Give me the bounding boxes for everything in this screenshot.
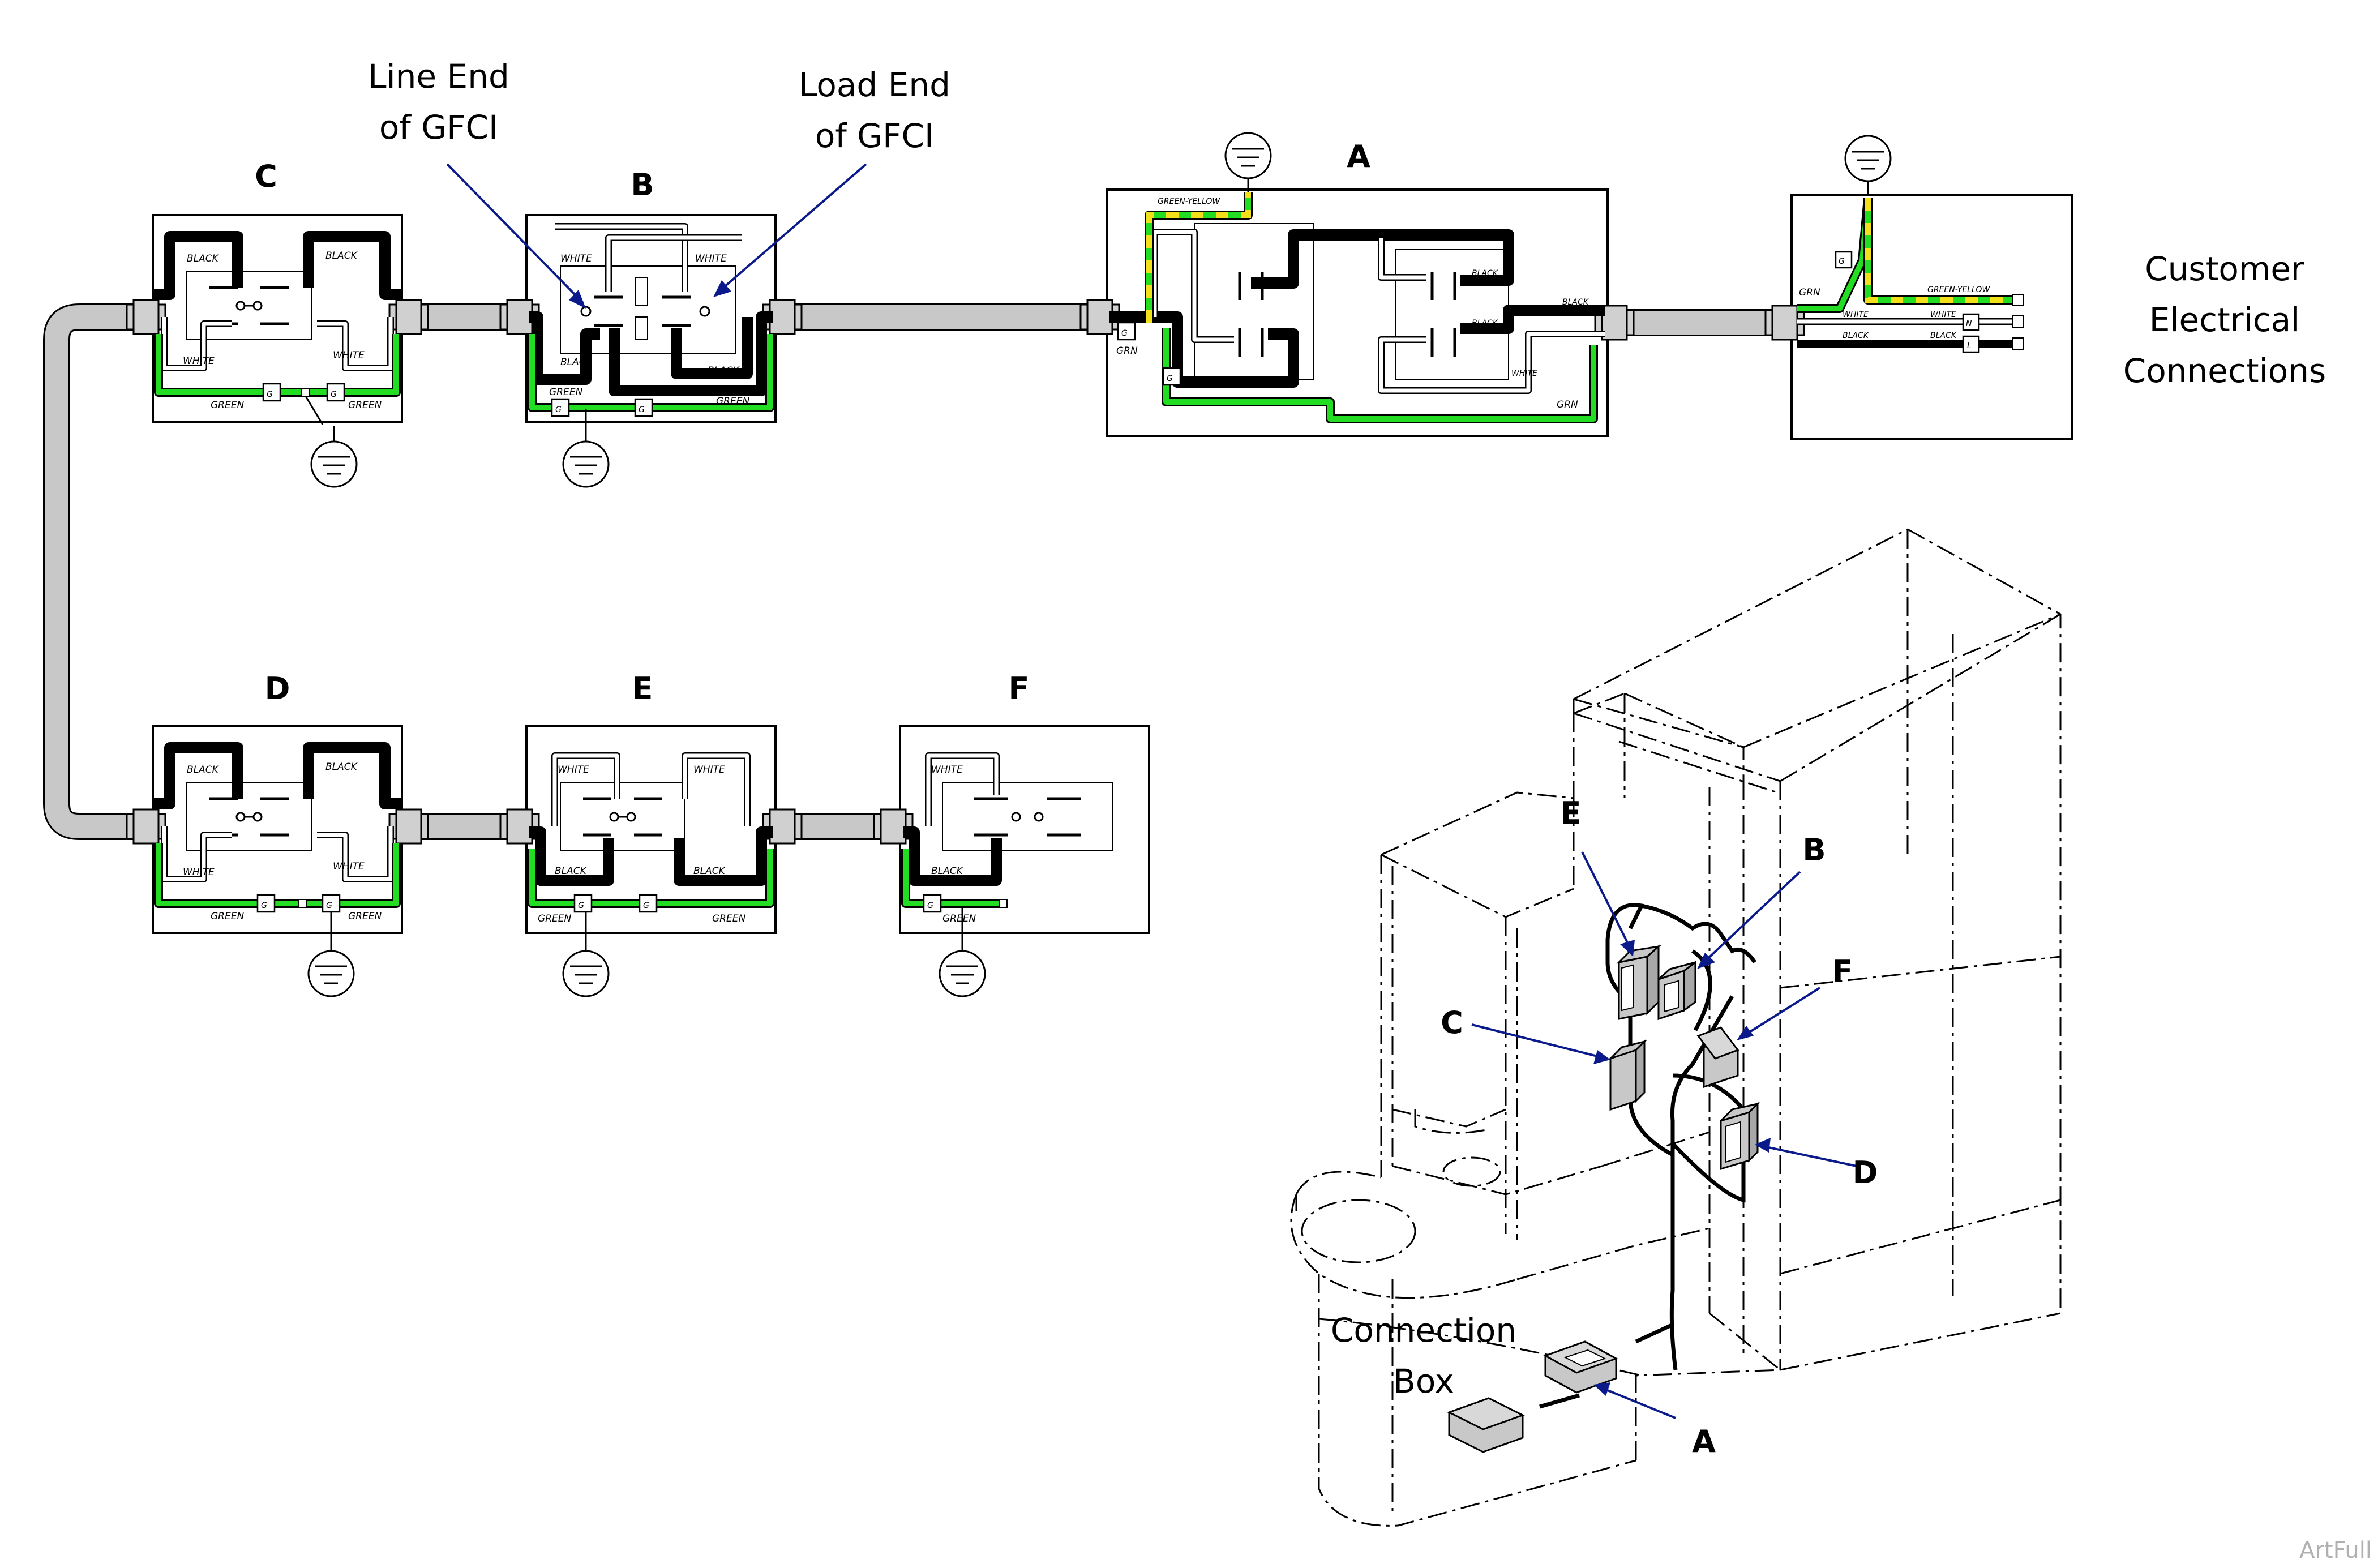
wire-label: BLACK bbox=[1472, 319, 1499, 328]
ground-tag: G bbox=[643, 901, 649, 910]
wire-label: WHITE bbox=[695, 253, 727, 264]
line-end-arrow bbox=[446, 163, 584, 304]
load-end-label: of GFCI bbox=[815, 117, 934, 155]
box-label-d: D bbox=[265, 671, 290, 706]
line-end-label: Line End bbox=[368, 57, 509, 96]
ground-tag: G bbox=[261, 901, 267, 910]
wire-label: WHITE bbox=[693, 764, 725, 776]
iso-label-b: B bbox=[1802, 832, 1826, 868]
wire-label: BLACK bbox=[555, 866, 588, 877]
line-tag: L bbox=[1967, 341, 1972, 350]
box-label-b: B bbox=[631, 167, 654, 203]
wire-label: BLACK bbox=[325, 250, 358, 262]
iso-label-f: F bbox=[1832, 954, 1853, 989]
wire-label: BLACK bbox=[187, 764, 220, 776]
ground-tag: G bbox=[578, 901, 584, 910]
wire-label: BLACK bbox=[325, 761, 358, 773]
ground-symbol-icon bbox=[1844, 135, 1892, 182]
ground-tag: G bbox=[1121, 329, 1128, 338]
wire-label: WHITE bbox=[1843, 310, 1869, 319]
load-end-label: Load End bbox=[799, 66, 950, 104]
ground-tag: G bbox=[1839, 257, 1845, 266]
ground-tag: G bbox=[639, 405, 645, 414]
neutral-tag: N bbox=[1966, 319, 1972, 328]
ground-symbol-icon bbox=[310, 425, 358, 488]
wire-label: WHITE bbox=[1930, 310, 1956, 319]
wire-label: GREEN bbox=[211, 911, 244, 922]
wire-label: BLACK bbox=[1562, 298, 1589, 307]
isometric-callouts bbox=[1471, 851, 1857, 1419]
box-label-e: E bbox=[632, 671, 653, 706]
ground-symbol-icon bbox=[307, 934, 355, 997]
wire-label: GRN bbox=[1116, 345, 1138, 357]
wire-label: BLACK bbox=[708, 365, 740, 376]
wire-label: GREEN bbox=[348, 911, 382, 922]
wire-label: BLACK bbox=[693, 866, 726, 877]
wire-label: GREEN bbox=[348, 400, 382, 411]
ground-tag: G bbox=[1167, 374, 1173, 383]
wire-label: BLACK bbox=[1930, 331, 1957, 340]
junction-box-e: G G WHITE WHITE BLACK BLACK GREEN GREEN bbox=[499, 725, 803, 997]
iso-label-c: C bbox=[1441, 1005, 1463, 1040]
ground-tag: G bbox=[927, 901, 933, 910]
ground-tag: G bbox=[326, 901, 332, 910]
ground-tag: G bbox=[555, 405, 562, 414]
ground-tag: G bbox=[331, 390, 337, 399]
wire-label: GREEN bbox=[712, 913, 745, 924]
box-label-c: C bbox=[255, 158, 277, 194]
load-end-arrow bbox=[718, 163, 867, 293]
wire-label: WHITE bbox=[183, 867, 215, 878]
wire-label: BLACK bbox=[1472, 269, 1499, 278]
customer-label: Customer bbox=[2145, 250, 2304, 288]
wire-label: GRN bbox=[1799, 287, 1820, 298]
ground-symbol-icon bbox=[562, 934, 610, 997]
customer-connection-box: N L G GRN GREEN-YELLOW WHITE WHITE BLACK… bbox=[1764, 135, 2073, 440]
wire-label: WHITE bbox=[558, 764, 589, 776]
wire-label: GREEN bbox=[211, 400, 244, 411]
wire-label: GREEN-YELLOW bbox=[1158, 197, 1220, 206]
wire-label: GREEN-YELLOW bbox=[1927, 285, 1990, 294]
junction-box-f: G WHITE BLACK GREEN bbox=[873, 725, 1150, 997]
wire-label: GREEN bbox=[942, 913, 976, 924]
junction-box-a: G G GRN GRN GREEN-YELLOW BLACK BLACK BLA… bbox=[1079, 132, 1635, 437]
wire-label: WHITE bbox=[560, 253, 592, 264]
wire-label: BLACK bbox=[560, 357, 593, 368]
box-label-a: A bbox=[1347, 139, 1370, 174]
customer-label: Connections bbox=[2123, 352, 2326, 390]
wire-label: BLACK bbox=[931, 866, 964, 877]
junction-box-d: G G BLACK BLACK WHITE WHITE GREEN GREEN bbox=[126, 725, 429, 997]
line-end-label: of GFCI bbox=[379, 108, 498, 147]
junction-box-b: G G WHITE WHITE BLACK BLACK GREEN GREEN bbox=[499, 214, 803, 488]
junction-box-c: G G BLACK BLACK WHITE WHITE GREEN GREEN bbox=[126, 214, 429, 488]
box-label-f: F bbox=[1009, 671, 1030, 706]
wire-label: WHITE bbox=[183, 355, 215, 367]
isometric-receptacles bbox=[1447, 944, 1760, 1453]
wire-label: WHITE bbox=[333, 350, 365, 361]
wire-label: WHITE bbox=[333, 861, 365, 872]
wire-label: WHITE bbox=[1511, 369, 1537, 378]
wire-label: BLACK bbox=[187, 253, 220, 264]
wire-label: WHITE bbox=[931, 764, 963, 776]
ground-tag: G bbox=[267, 390, 273, 399]
ground-symbol-icon bbox=[939, 934, 986, 997]
wire-label: GREEN bbox=[538, 913, 571, 924]
wire-label: BLACK bbox=[1843, 331, 1870, 340]
iso-label-d: D bbox=[1853, 1155, 1878, 1190]
ground-symbol-icon bbox=[1224, 132, 1272, 179]
customer-label: Electrical bbox=[2149, 301, 2300, 339]
ground-symbol-icon bbox=[562, 425, 610, 488]
iso-label-e: E bbox=[1561, 795, 1582, 831]
wire-label: GRN bbox=[1557, 399, 1578, 410]
connection-box-label: Connection bbox=[1331, 1311, 1516, 1349]
wire-label: GREEN bbox=[549, 387, 582, 398]
connection-box-label: Box bbox=[1393, 1362, 1454, 1400]
watermark: ArtFull bbox=[2299, 1537, 2372, 1563]
iso-label-a: A bbox=[1692, 1424, 1716, 1459]
wire-label: GREEN bbox=[716, 396, 749, 407]
